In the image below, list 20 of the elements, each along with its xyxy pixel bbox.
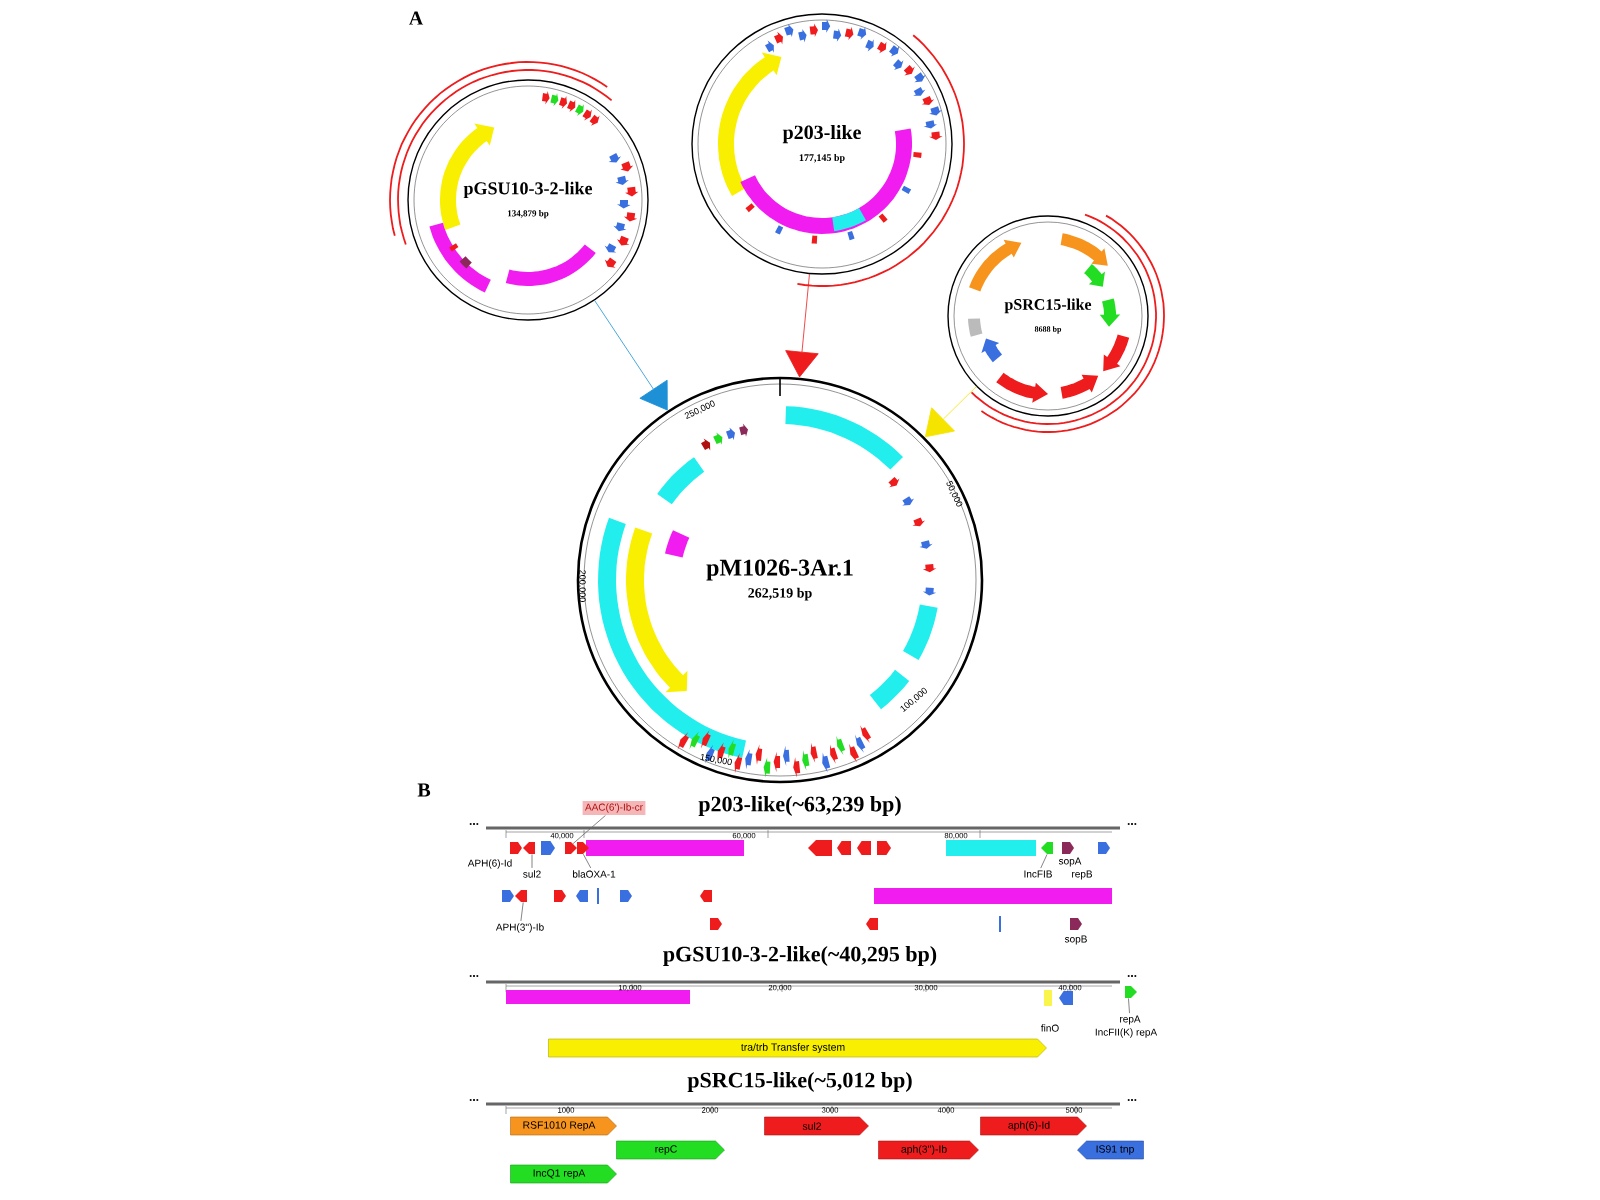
track-title: pSRC15-like(~5,012 bp) (687, 1072, 912, 1092)
leader-line (582, 853, 592, 869)
gene-marker (1041, 842, 1053, 854)
leader-line (520, 902, 524, 922)
panel-letter: B (417, 783, 431, 797)
arrow (785, 273, 819, 378)
track-title: pGSU10-3-2-like(~40,295 bp) (663, 946, 937, 966)
gene-marker (565, 842, 577, 854)
gene-marker (523, 842, 535, 854)
gene-marker (577, 842, 589, 854)
gene-marker (1125, 986, 1137, 998)
leader-line (1040, 854, 1048, 869)
leader-line (1128, 998, 1130, 1014)
arrow (594, 300, 668, 411)
arrow (924, 386, 977, 438)
leader-line (531, 854, 533, 869)
leader-line (572, 815, 606, 844)
gene-marker (515, 890, 527, 902)
track-title: p203-like(~63,239 bp) (698, 796, 901, 816)
panel-letter: A (408, 11, 424, 25)
